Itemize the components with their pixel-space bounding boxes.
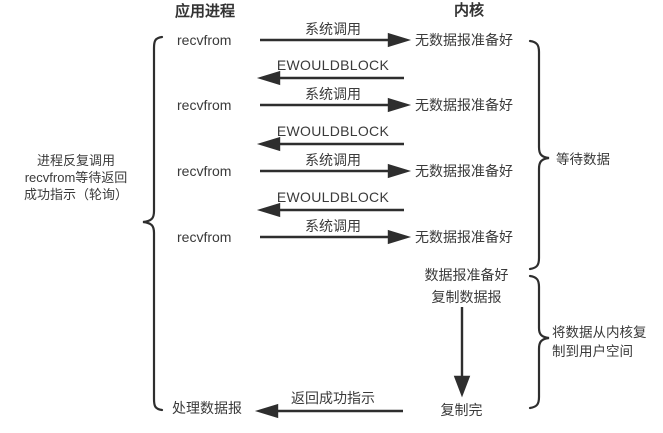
copy-note-line-1: 将数据从内核复 <box>552 325 647 340</box>
wait-data-label: 等待数据 <box>556 152 610 167</box>
copy-done-label: 复制完 <box>440 402 483 418</box>
return-success-label: 返回成功指示 <box>291 390 375 406</box>
ewouldblock-label-3: EWOULDBLOCK <box>276 189 390 205</box>
return-success-arrow <box>254 403 403 419</box>
recvfrom-call-2: recvfrom <box>177 97 232 113</box>
app-process-header: 应用进程 <box>175 3 236 20</box>
syscall-label-4: 系统调用 <box>305 218 361 234</box>
left-brace <box>142 35 164 412</box>
kernel-reply-3: 无数据报准备好 <box>415 163 513 179</box>
recvfrom-call-3: recvfrom <box>177 163 232 179</box>
syscall-label-3: 系统调用 <box>305 152 361 168</box>
copy-note-line-2: 制到用户空间 <box>552 344 633 359</box>
syscall-arrow-1 <box>260 32 412 48</box>
syscall-label-1: 系统调用 <box>305 21 361 37</box>
copy-down-arrow <box>453 307 471 398</box>
ewouldblock-label-1: EWOULDBLOCK <box>276 57 390 73</box>
kernel-reply-2: 无数据报准备好 <box>415 97 513 113</box>
process-datagram-label: 处理数据报 <box>172 400 242 416</box>
ewouldblock-arrow-1 <box>256 70 404 86</box>
polling-note-line-3: 成功指示（轮询） <box>23 187 128 202</box>
wait-data-brace <box>528 39 550 271</box>
kernel-header: 内核 <box>454 2 485 19</box>
recvfrom-call-1: recvfrom <box>177 32 232 48</box>
copy-data-brace <box>528 274 550 410</box>
datagram-ready-line: 数据报准备好 <box>424 267 509 283</box>
syscall-label-2: 系统调用 <box>305 86 361 102</box>
kernel-reply-1: 无数据报准备好 <box>415 32 513 48</box>
copy-kernel-user-note: 将数据从内核复 制到用户空间 <box>552 323 647 361</box>
syscall-arrow-2 <box>260 97 412 113</box>
polling-note-line-1: 进程反复调用 <box>36 153 115 168</box>
ewouldblock-label-2: EWOULDBLOCK <box>276 123 390 139</box>
ewouldblock-arrow-2 <box>256 136 404 152</box>
ewouldblock-arrow-3 <box>256 202 404 218</box>
polling-note: 进程反复调用 recvfrom等待返回 成功指示（轮询） <box>8 152 144 203</box>
recvfrom-call-4: recvfrom <box>177 229 232 245</box>
kernel-reply-4: 无数据报准备好 <box>415 229 513 245</box>
datagram-ready-block: 数据报准备好 复制数据报 <box>405 264 528 308</box>
syscall-arrow-3 <box>260 163 412 179</box>
polling-note-line-2: recvfrom等待返回 <box>24 170 128 185</box>
copy-datagram-line: 复制数据报 <box>431 289 502 305</box>
syscall-arrow-4 <box>260 229 412 245</box>
